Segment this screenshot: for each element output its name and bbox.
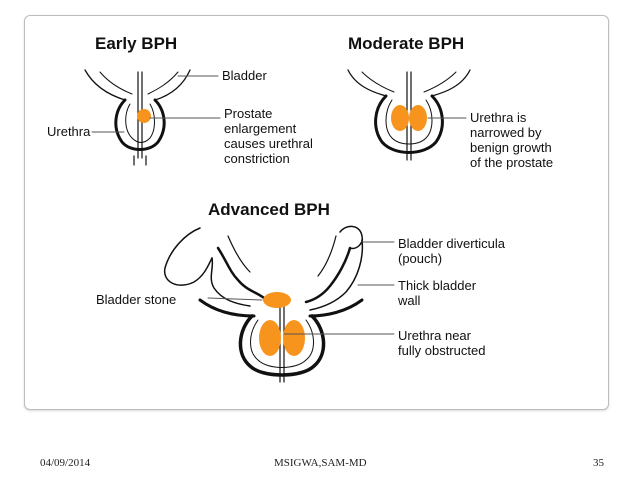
- label-bladder-stone: Bladder stone: [96, 292, 177, 307]
- label-bladder-diverticula: Bladder diverticula (pouch): [398, 236, 505, 266]
- early-bph-drawing: [84, 69, 191, 166]
- label-urethra-narrowed: Urethra is narrowed by benign growth of …: [470, 110, 554, 170]
- label-thick-bladder-wall: Thick bladder wall: [398, 278, 477, 308]
- footer-author: MSIGWA,SAM-MD: [274, 457, 367, 469]
- bladder-stone-shape: [263, 292, 291, 308]
- footer-date: 04/09/2014: [40, 457, 91, 469]
- figure-frame: [24, 15, 609, 410]
- advanced-bph-title: Advanced BPH: [208, 200, 330, 219]
- early-bph-title: Early BPH: [95, 34, 178, 53]
- leader-lines: [91, 75, 467, 335]
- moderate-bph-title: Moderate BPH: [348, 34, 465, 53]
- moderate-bph-drawing: [347, 69, 471, 161]
- label-bladder: Bladder: [222, 68, 267, 83]
- moderate-prostate: [391, 105, 427, 131]
- early-prostate: [137, 109, 151, 123]
- advanced-bph-drawing: [163, 225, 364, 383]
- label-urethra-obstructed: Urethra near fully obstructed: [398, 328, 486, 358]
- advanced-prostate: [259, 320, 305, 356]
- label-urethra: Urethra: [47, 124, 91, 139]
- label-prostate-enlargement: Prostate enlargement causes urethral con…: [224, 106, 313, 166]
- footer-page-number: 35: [593, 457, 604, 469]
